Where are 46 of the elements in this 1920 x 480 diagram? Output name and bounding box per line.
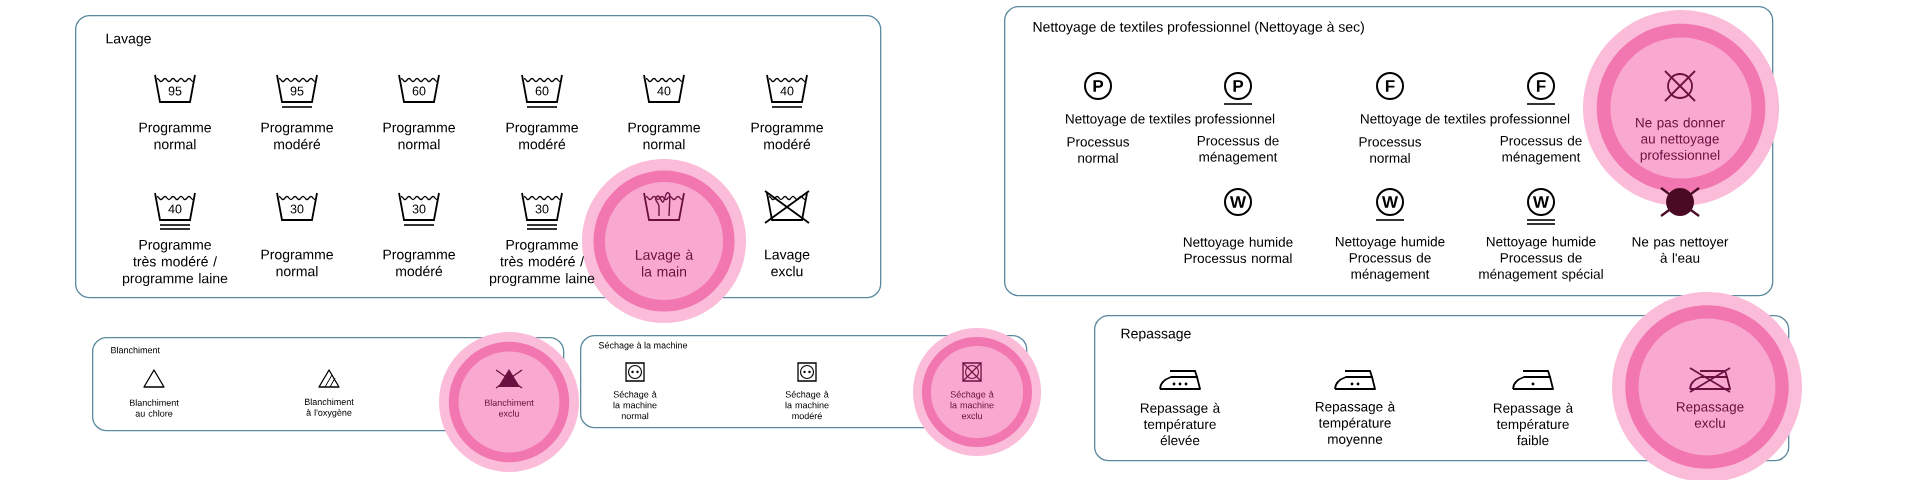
symbol-caption: Programme modéré	[261, 122, 333, 150]
temperature-number: 40	[168, 204, 182, 214]
symbol-letter: W	[1230, 196, 1247, 208]
temperature-number: 60	[535, 86, 549, 96]
symbol-caption: Nettoyage humide Processus de ménagement	[1335, 236, 1445, 282]
symbol-caption: Nettoyage humide Processus normal	[1183, 236, 1293, 264]
temperature-number: 40	[657, 86, 671, 96]
symbol-caption: Programme normal	[628, 122, 700, 150]
symbol-caption: Séchage à la machine normal	[613, 390, 657, 420]
temperature-number: 30	[412, 204, 426, 214]
symbol-caption: Programme normal	[139, 122, 211, 150]
symbol-caption: Processus normal	[1067, 137, 1130, 163]
symbol-caption: Programme modéré	[383, 249, 455, 277]
symbol-caption: Repassage à température moyenne	[1315, 401, 1396, 447]
symbol-caption: Blanchiment au chlore	[130, 399, 179, 417]
symbol-caption: Ne pas nettoyer à l'eau	[1632, 237, 1729, 263]
symbol-caption: Blanchiment exclu	[485, 399, 534, 417]
symbol-caption: Processus de ménagement	[1197, 135, 1279, 165]
temperature-number: 30	[535, 204, 549, 214]
temperature-number: 40	[780, 86, 794, 96]
symbol-caption: Lavage à la main	[635, 249, 694, 277]
caption-text: Nettoyage de textiles professionnel	[1361, 113, 1570, 127]
symbol-caption: Repassage à température faible	[1493, 402, 1574, 446]
symbol-caption: Ne pas donner au nettoyage professionnel	[1636, 117, 1725, 163]
temperature-number: 30	[290, 204, 304, 214]
caption-text: Nettoyage de textiles professionnel	[1066, 113, 1275, 127]
symbol-caption: Blanchiment à l'oxygène	[305, 398, 354, 418]
symbol-caption: Lavage exclu	[765, 249, 810, 277]
temperature-number: 60	[412, 86, 426, 96]
symbol-caption: Programme modéré	[506, 122, 578, 150]
symbol-caption: Programme très modéré / programme laine	[490, 239, 595, 287]
temperature-number: 95	[290, 86, 304, 96]
symbol-caption: Repassage exclu	[1676, 402, 1744, 428]
symbol-letter: F	[1385, 80, 1395, 92]
symbol-caption: Nettoyage humide Processus de ménagement spécial	[1479, 236, 1603, 282]
symbol-caption: Séchage à la machine modéré	[785, 390, 829, 420]
temperature-number: 95	[168, 86, 182, 96]
symbol-letter: P	[1093, 80, 1104, 92]
symbol-caption: Programme normal	[261, 249, 333, 277]
symbol-caption: Programme normal	[383, 122, 455, 150]
symbol-caption: Repassage à température élevée	[1140, 402, 1221, 446]
symbol-caption: Programme modéré	[751, 122, 823, 150]
symbol-caption: Processus normal	[1359, 137, 1422, 163]
symbol-caption: Programme très modéré / programme laine	[123, 239, 228, 287]
symbol-caption: Séchage à la machine exclu	[950, 390, 994, 420]
symbol-caption: Processus de ménagement	[1500, 135, 1582, 165]
